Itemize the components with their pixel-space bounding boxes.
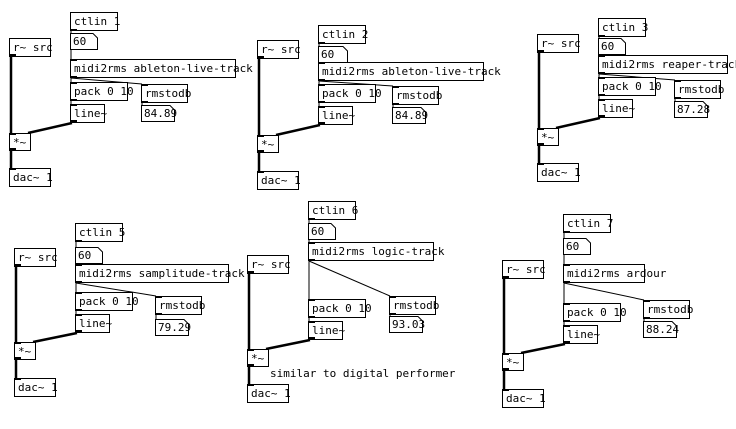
patch-6-receive-src-object[interactable]: r~ src [502, 260, 546, 279]
number-value: 79.29 [158, 321, 192, 334]
patch-2-line-object[interactable]: line~ [318, 106, 355, 125]
number-value: 60 [311, 225, 325, 238]
patch-5-ctlin-object[interactable]: ctlin 6 [308, 201, 358, 220]
patch-2-receive-src-object[interactable]: r~ src [257, 40, 301, 59]
patch-5-midi2rms-object[interactable]: midi2rms logic-track [308, 242, 444, 261]
patch-3-signal-cord [555, 116, 601, 130]
patch-1-dac-object[interactable]: dac~ 1 [9, 168, 53, 187]
patch-1-db-number-box[interactable]: 84.89 [141, 105, 178, 122]
patch-2-dac-object[interactable]: dac~ 1 [257, 171, 301, 190]
patch-4-dac-object[interactable]: dac~ 1 [14, 378, 58, 397]
patch-6-signal-cord [520, 342, 566, 355]
patch-4-multiply-object[interactable]: *~ [14, 342, 36, 360]
patch-6-ctlin-object[interactable]: ctlin 7 [563, 214, 613, 233]
patch-4-cord [75, 282, 157, 297]
patch-4-midi2rms-object[interactable]: midi2rms samplitude-track [75, 264, 245, 283]
patch-2-ctlin-object[interactable]: ctlin 2 [318, 25, 368, 44]
number-value: 88.24 [646, 323, 680, 336]
patch-6-db-number-box[interactable]: 88.24 [643, 321, 680, 338]
number-value: 84.89 [144, 107, 178, 120]
number-value: 60 [601, 40, 615, 53]
patch-5-pack-object[interactable]: pack 0 10 [308, 299, 372, 318]
patch-3-midi2rms-object[interactable]: midi2rms reaper-track [598, 55, 736, 74]
patch-3-multiply-object[interactable]: *~ [537, 128, 559, 146]
patch-2-rmstodb-object[interactable]: rmstodb [392, 86, 442, 105]
patch-2-midi2rms-object[interactable]: midi2rms ableton-live-track [318, 62, 501, 81]
number-value: 60 [78, 249, 92, 262]
patch-5-line-object[interactable]: line~ [308, 321, 345, 340]
patch-3-ctlin-object[interactable]: ctlin 3 [598, 18, 648, 37]
patch-5-dac-object[interactable]: dac~ 1 [247, 384, 291, 403]
patch-2-cord [318, 80, 394, 87]
patch-3-db-number-box[interactable]: 87.28 [674, 101, 711, 118]
patch-1-ctlin-object[interactable]: ctlin 1 [70, 12, 120, 31]
patch-6-cord [563, 282, 645, 301]
patch-5-receive-src-object[interactable]: r~ src [247, 255, 291, 274]
patch-4-rmstodb-object[interactable]: rmstodb [155, 296, 205, 315]
patch-6-midi2rms-object[interactable]: midi2rms ardour [563, 264, 666, 283]
number-value: 60 [566, 240, 580, 253]
patch-1-signal-cord [27, 121, 73, 135]
patch-3-value-number-box[interactable]: 60 [598, 38, 626, 55]
patch-2-signal-cord [275, 123, 321, 137]
patch-6-dac-object[interactable]: dac~ 1 [502, 389, 546, 408]
patch-4-pack-object[interactable]: pack 0 10 [75, 292, 139, 311]
patch-3-line-object[interactable]: line~ [598, 99, 635, 118]
patch-1-receive-src-object[interactable]: r~ src [9, 38, 53, 57]
patch-1-cord [70, 77, 143, 85]
patch-3-receive-src-object[interactable]: r~ src [537, 34, 581, 53]
patch-5-multiply-object[interactable]: *~ [247, 349, 269, 367]
patch-1-line-object[interactable]: line~ [70, 104, 107, 123]
patch-6-multiply-object[interactable]: *~ [502, 353, 524, 371]
patch-5-db-number-box[interactable]: 93.03 [389, 316, 426, 333]
patch-2-db-number-box[interactable]: 84.89 [392, 107, 429, 124]
patch-2-value-number-box[interactable]: 60 [318, 46, 348, 63]
patch-4-line-object[interactable]: line~ [75, 314, 112, 333]
patch-4-ctlin-object[interactable]: ctlin 5 [75, 223, 125, 242]
patch-5-rmstodb-object[interactable]: rmstodb [389, 296, 439, 315]
patch-4-signal-cord [32, 331, 78, 344]
patch-4-db-number-box[interactable]: 79.29 [155, 319, 192, 336]
patch-6-line-object[interactable]: line~ [563, 325, 600, 344]
patch-3-dac-object[interactable]: dac~ 1 [537, 163, 581, 182]
number-value: 84.89 [395, 109, 429, 122]
patch-4-value-number-box[interactable]: 60 [75, 247, 103, 264]
patch-4-receive-src-object[interactable]: r~ src [14, 248, 58, 267]
number-value: 87.28 [677, 103, 711, 116]
patch-2-pack-object[interactable]: pack 0 10 [318, 84, 382, 103]
patch-6-pack-object[interactable]: pack 0 10 [563, 303, 627, 322]
patch-3-pack-object[interactable]: pack 0 10 [598, 77, 662, 96]
number-value: 60 [321, 48, 335, 61]
patch-5-comment: similar to digital performer [270, 367, 456, 380]
patch-5-cord [308, 260, 391, 297]
patch-2-multiply-object[interactable]: *~ [257, 135, 279, 153]
number-value: 93.03 [392, 318, 426, 331]
patch-1-multiply-object[interactable]: *~ [9, 133, 31, 151]
patch-1-rmstodb-object[interactable]: rmstodb [141, 84, 191, 103]
patch-1-value-number-box[interactable]: 60 [70, 33, 98, 50]
patch-6-rmstodb-object[interactable]: rmstodb [643, 300, 693, 319]
patch-5-value-number-box[interactable]: 60 [308, 223, 336, 240]
patch-1-pack-object[interactable]: pack 0 10 [70, 82, 134, 101]
patch-5-signal-cord [265, 338, 311, 351]
number-value: 60 [73, 35, 87, 48]
patch-1-midi2rms-object[interactable]: midi2rms ableton-live-track [70, 59, 253, 78]
patch-3-rmstodb-object[interactable]: rmstodb [674, 80, 724, 99]
patch-6-value-number-box[interactable]: 60 [563, 238, 591, 255]
